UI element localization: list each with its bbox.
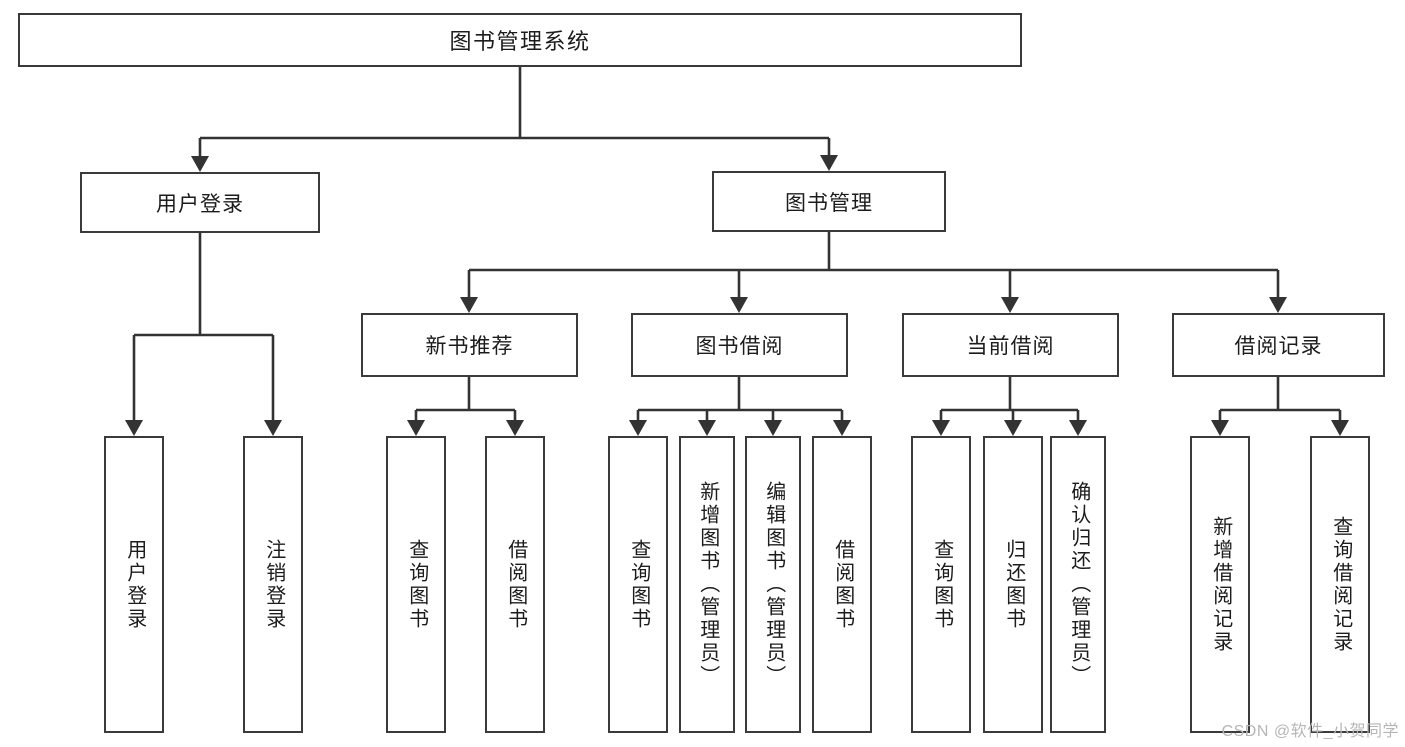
node-borrow-record[interactable]: 借阅记录: [1172, 313, 1385, 377]
node-leaf-query-book-2[interactable]: 查询图书: [608, 436, 668, 733]
edge-book-manage-to-level2: [460, 232, 1287, 313]
node-leaf-edit-book-label: 编辑图书（管理员）: [762, 481, 785, 688]
node-leaf-user-logout-label: 注销登录: [262, 538, 285, 631]
node-new-book-recommend[interactable]: 新书推荐: [361, 313, 578, 377]
node-leaf-query-book-3[interactable]: 查询图书: [911, 436, 971, 733]
node-leaf-add-record-label: 新增借阅记录: [1209, 515, 1232, 654]
node-leaf-query-book-2-label: 查询图书: [627, 538, 650, 631]
node-leaf-query-book-1-label: 查询图书: [405, 538, 428, 631]
node-leaf-borrow-book-1[interactable]: 借阅图书: [485, 436, 545, 733]
node-leaf-borrow-book-1-label: 借阅图书: [504, 538, 527, 631]
node-leaf-query-book-1[interactable]: 查询图书: [386, 436, 446, 733]
node-new-book-recommend-label: 新书推荐: [425, 335, 514, 358]
node-leaf-confirm-return[interactable]: 确认归还（管理员）: [1050, 436, 1106, 733]
node-leaf-return-book-label: 归还图书: [1002, 538, 1025, 631]
node-leaf-borrow-book-2-label: 借阅图书: [831, 538, 854, 631]
node-leaf-add-book-label: 新增图书（管理员）: [696, 481, 719, 688]
node-current-borrow-label: 当前借阅: [966, 335, 1055, 358]
node-root[interactable]: 图书管理系统: [18, 13, 1022, 67]
node-leaf-add-record[interactable]: 新增借阅记录: [1190, 436, 1250, 733]
node-leaf-user-logout[interactable]: 注销登录: [243, 436, 303, 733]
node-book-borrow[interactable]: 图书借阅: [631, 313, 848, 377]
node-borrow-record-label: 借阅记录: [1234, 335, 1323, 358]
node-leaf-add-book[interactable]: 新增图书（管理员）: [679, 436, 735, 733]
edge-root-to-level1: [191, 67, 838, 172]
node-book-manage-label: 图书管理: [785, 191, 873, 215]
node-book-borrow-label: 图书借阅: [695, 335, 784, 358]
node-leaf-borrow-book-2[interactable]: 借阅图书: [812, 436, 872, 733]
node-leaf-query-record-label: 查询借阅记录: [1329, 515, 1352, 654]
edge-user-login-to-leaves: [125, 233, 282, 436]
node-user-login[interactable]: 用户登录: [80, 172, 320, 233]
edge-new-book-recommend-to-leaves: [407, 377, 524, 436]
node-user-login-label: 用户登录: [156, 192, 244, 216]
node-leaf-user-login[interactable]: 用户登录: [104, 436, 164, 733]
node-leaf-user-login-label: 用户登录: [123, 538, 146, 631]
node-leaf-confirm-return-label: 确认归还（管理员）: [1067, 481, 1090, 688]
node-root-label: 图书管理系统: [449, 29, 591, 54]
node-leaf-query-record[interactable]: 查询借阅记录: [1310, 436, 1370, 733]
edge-borrow-record-to-leaves: [1211, 377, 1349, 436]
edge-book-borrow-to-leaves: [629, 377, 851, 436]
node-current-borrow[interactable]: 当前借阅: [902, 313, 1119, 377]
node-leaf-return-book[interactable]: 归还图书: [983, 436, 1043, 733]
watermark: CSDN @软件_小贺同学: [1221, 723, 1399, 740]
node-book-manage[interactable]: 图书管理: [712, 171, 946, 232]
node-leaf-edit-book[interactable]: 编辑图书（管理员）: [745, 436, 801, 733]
node-leaf-query-book-3-label: 查询图书: [930, 538, 953, 631]
edge-current-borrow-to-leaves: [932, 377, 1087, 436]
